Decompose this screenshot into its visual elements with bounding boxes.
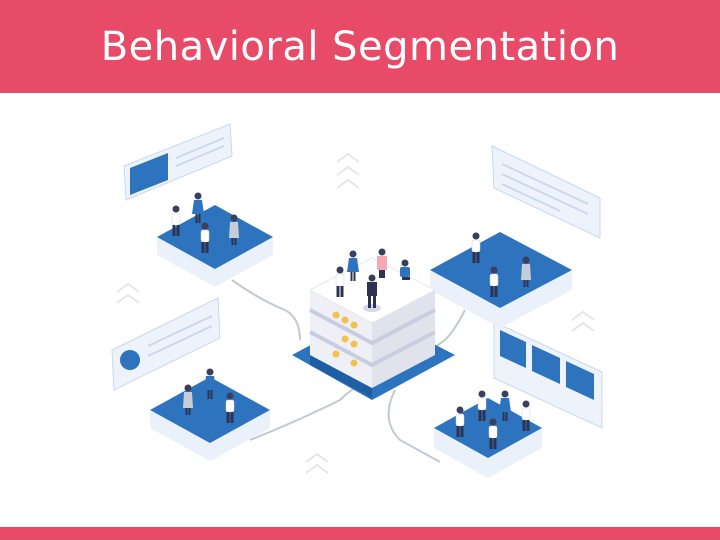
central-server — [292, 248, 455, 400]
image-gallery-panel — [493, 321, 603, 429]
chevron-up-icons — [116, 152, 595, 474]
chat-panel-top-right — [491, 145, 601, 239]
platform-bottom-left — [150, 368, 270, 461]
footer-bar — [0, 527, 720, 540]
chat-panel-bottom-left — [111, 297, 221, 391]
platform-top-right — [430, 232, 572, 328]
segmentation-illustration — [111, 123, 603, 478]
platform-bottom-right — [434, 390, 542, 478]
chat-panel-top-left — [123, 123, 233, 201]
slide-title: Behavioral Segmentation — [100, 23, 620, 70]
platform-top-left — [157, 192, 273, 287]
title-bar: Behavioral Segmentation — [0, 0, 720, 93]
